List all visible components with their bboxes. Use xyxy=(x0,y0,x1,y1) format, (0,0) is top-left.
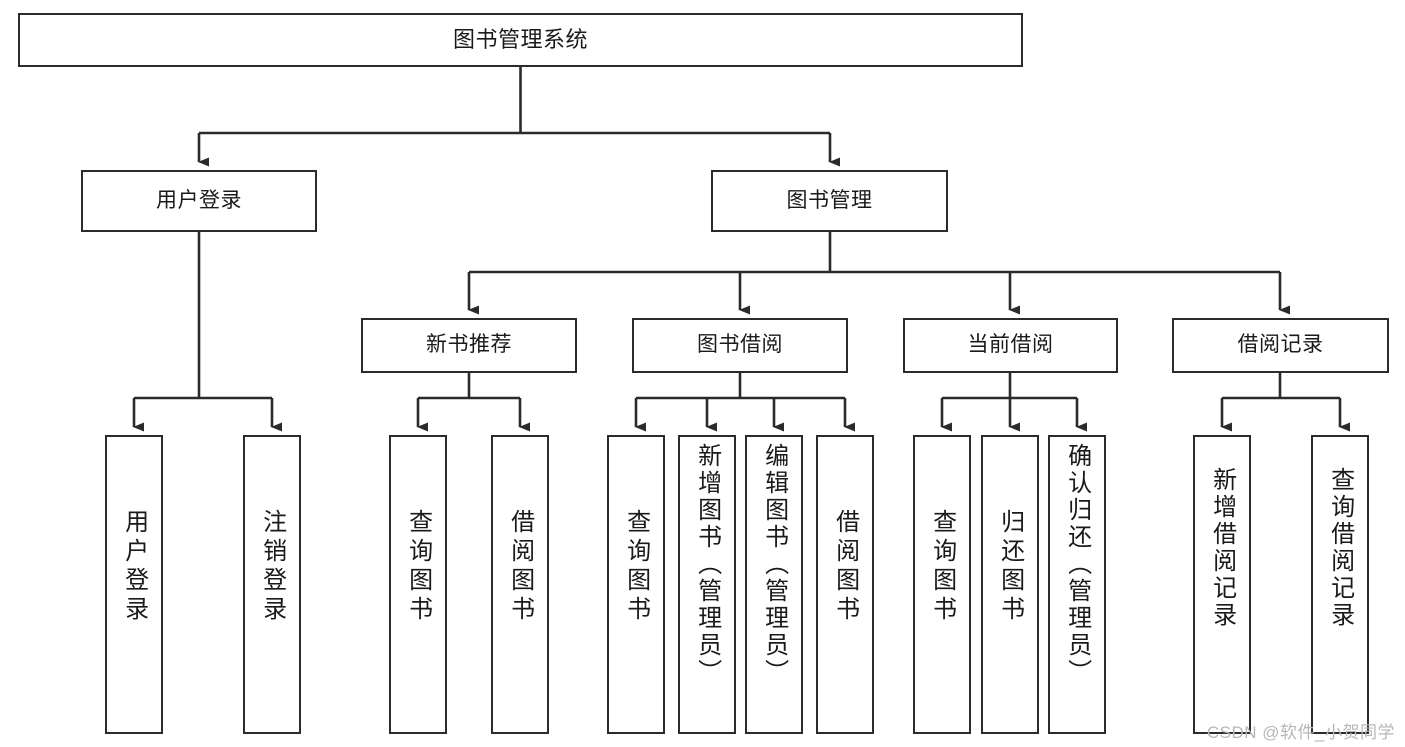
leaf-query-book-current[interactable]: 查询图书 xyxy=(913,435,971,734)
watermark-text: CSDN @软件_小贺同学 xyxy=(1206,723,1395,742)
node-label: 用户登录 xyxy=(156,188,242,212)
node-book-management[interactable]: 图书管理 xyxy=(711,170,948,232)
leaf-borrow-book-borrowing[interactable]: 借阅图书 xyxy=(816,435,874,734)
node-label: 查询图书 xyxy=(622,509,650,625)
node-root-book-management-system[interactable]: 图书管理系统 xyxy=(18,13,1023,67)
leaf-logout[interactable]: 注销登录 xyxy=(243,435,301,734)
leaf-add-borrow-record[interactable]: 新增借阅记录 xyxy=(1193,435,1251,734)
node-label: 新增图书（管理员） xyxy=(693,443,721,686)
node-label: 借阅记录 xyxy=(1237,333,1324,357)
leaf-confirm-return-admin[interactable]: 确认归还（管理员） xyxy=(1048,435,1106,734)
node-borrow-records[interactable]: 借阅记录 xyxy=(1172,318,1389,373)
node-label: 图书管理系统 xyxy=(452,27,588,53)
node-current-borrowing[interactable]: 当前借阅 xyxy=(903,318,1118,373)
node-label: 新增借阅记录 xyxy=(1208,467,1236,629)
leaf-borrow-book-recommendation[interactable]: 借阅图书 xyxy=(491,435,549,734)
node-label: 注销登录 xyxy=(258,509,286,625)
node-label: 新书推荐 xyxy=(426,333,512,357)
node-label: 查询借阅记录 xyxy=(1326,467,1354,629)
leaf-query-borrow-record[interactable]: 查询借阅记录 xyxy=(1311,435,1369,734)
leaf-user-login[interactable]: 用户登录 xyxy=(105,435,163,734)
node-label: 当前借阅 xyxy=(967,333,1054,357)
node-user-login[interactable]: 用户登录 xyxy=(81,170,317,232)
leaf-query-book-recommendation[interactable]: 查询图书 xyxy=(389,435,447,734)
node-label: 借阅图书 xyxy=(506,509,534,625)
node-label: 查询图书 xyxy=(928,509,956,625)
node-book-borrowing[interactable]: 图书借阅 xyxy=(632,318,848,373)
node-label: 图书借阅 xyxy=(697,333,783,357)
node-label: 查询图书 xyxy=(404,509,432,625)
leaf-add-book-admin[interactable]: 新增图书（管理员） xyxy=(678,435,736,734)
leaf-return-book[interactable]: 归还图书 xyxy=(981,435,1039,734)
node-label: 确认归还（管理员） xyxy=(1063,443,1091,686)
leaf-query-book-borrowing[interactable]: 查询图书 xyxy=(607,435,665,734)
node-label: 图书管理 xyxy=(786,188,873,212)
node-label: 编辑图书（管理员） xyxy=(760,443,788,686)
node-new-book-recommendation[interactable]: 新书推荐 xyxy=(361,318,577,373)
leaf-edit-book-admin[interactable]: 编辑图书（管理员） xyxy=(745,435,803,734)
node-label: 用户登录 xyxy=(120,509,148,625)
node-label: 借阅图书 xyxy=(831,509,859,625)
node-label: 归还图书 xyxy=(996,509,1024,625)
